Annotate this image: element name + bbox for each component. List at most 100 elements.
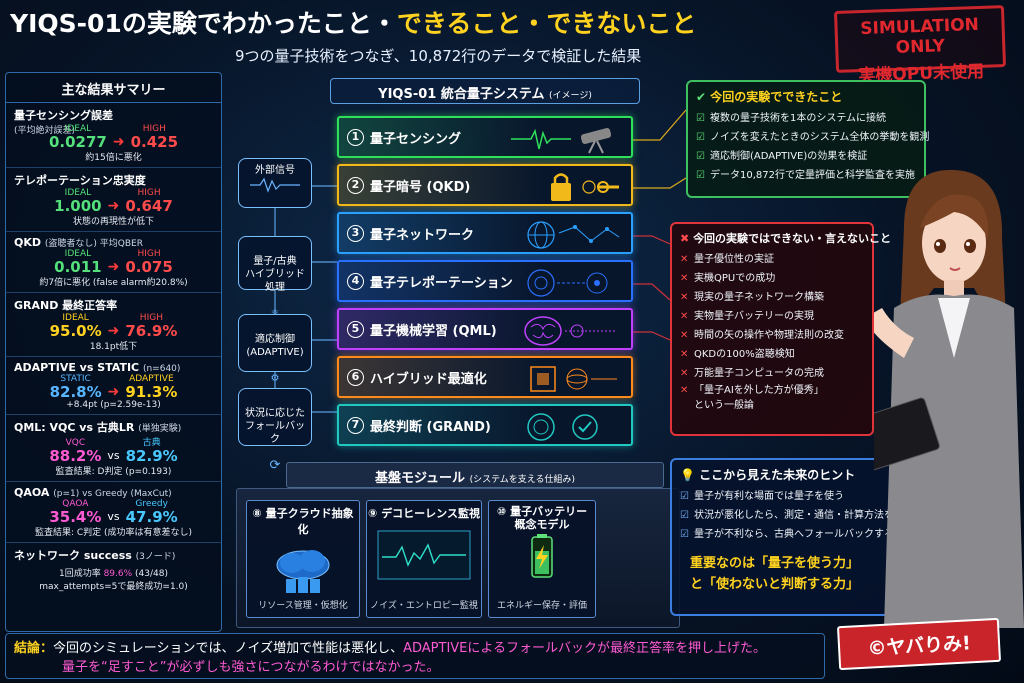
module-title-text: 量子クラウド抽象化 [265,507,354,536]
high-value: 0.075 [125,258,173,276]
high-value: 76.9% [125,322,178,340]
list-item: ✕実物量子バッテリーの実現 [680,307,864,326]
list-item: ✕実機QPUでの成功 [680,269,864,288]
list-item-text: 量子優位性の実証 [694,254,774,265]
tower-title-main: YIQS-01 統合量子システム [378,87,545,102]
ideal-label: IDEAL [64,188,92,198]
metric-note: +8.4pt (p=2.59e-13) [66,400,161,410]
list-item-text: データ10,872行で定量評価と科学監査を実施 [710,170,915,181]
title-part-white: YIQS-01の実験でわかったこと・ [10,9,397,38]
vs-label: vs [107,449,120,462]
flow-adaptive-control: 適応制御 (ADAPTIVE) ⚙ [238,314,312,384]
metric-title-main: QKD [14,236,42,249]
list-item: ✕量子優位性の実証 [680,250,864,269]
vqc-label: VQC [65,438,86,448]
panel-heading-text: ここから見えた未来のヒント [699,468,856,482]
list-item: ☑量子が有利な場面では量子を使う [680,487,928,506]
metric-network: ネットワーク success (3ノード) 1回成功率 89.6% (43/48… [6,543,221,596]
page-subtitle: 9つの量子技術をつなぎ、10,872行のデータで検証した結果 [235,47,642,65]
summary-heading: 主な結果サマリー [6,73,221,103]
layer-number: 1 [347,128,364,146]
metric-title: QKD (盗聴者なし) 平均QBER [14,236,213,249]
x-mark-icon: ✕ [680,385,689,396]
static-value: 82.8% [49,383,102,401]
metric-note: 状態の再現性が低下 [72,217,154,227]
list-item-text: QKDの100%盗聴検知 [694,349,795,360]
list-item: ✕ 「量子AIを外した方が優秀」 [680,383,864,398]
conclusion-bar: 結論：今回のシミュレーションでは、ノイズ増加で性能は悪化し、ADAPTIVEによ… [5,633,825,679]
check-icon: ☑ [696,113,705,124]
metric-sub: (平均絶対誤差) [14,126,76,136]
refresh-icon: ⟳ [269,458,281,473]
base-title-small: (システムを支える仕組み) [469,475,576,485]
x-mark-icon: ✕ [680,330,689,341]
panel-heading: ✖ 今回の実験ではできない・言えないこと [680,230,891,246]
ideal-value: 0.011 [54,258,102,276]
list-item: ☑ノイズを変えたときのシステム全体の挙動を観測 [696,128,929,147]
layer-label: 最終判断 (GRAND) [370,419,491,435]
flow-label: 状況に応じた フォールバック [245,408,305,445]
arrow-right-icon: ➜ [107,323,120,339]
title-part-yellow: できること・できないこと [396,9,697,38]
layer-number: 6 [347,368,364,386]
panel-achieved: ✔ 今回の実験でできたこと ☑複数の量子技術を1本のシステムに接続 ☑ノイズを変… [686,80,929,198]
check-icon: ☑ [680,510,689,521]
module-footer: ノイズ・エントロピー監視 [370,601,478,611]
list-item-text: 量子が有利な場面では量子を使う [694,491,844,502]
arrow-right-icon: ➜ [107,259,120,275]
metric-title-main: ネットワーク success [14,549,132,562]
hint-emphasis-1: 重要なのは「量子を使う力」 [690,556,860,571]
module-title-text: 量子バッテリー 概念モデル [510,505,588,531]
x-mark-icon: ✕ [680,368,689,379]
module-footer: エネルギー保存・評価 [496,601,587,611]
list-item-text: 「量子AIを外した方が優秀」 [694,385,824,396]
metric-note: 約7倍に悪化 (false alarm約20.8%) [39,278,188,288]
list-item: ✕時間の矢の操作や物理法則の改変 [680,326,864,345]
base-title-main: 基盤モジュール [374,471,466,486]
gear-icon: ⚙ [270,373,280,384]
adaptive-label: ADAPTIVE [129,374,174,384]
flow-external-signal: 外部信号 [238,158,312,208]
check-icon: ☑ [696,132,705,143]
classic-value: 82.9% [125,447,178,465]
metric-note: 約15倍に悪化 [85,153,142,163]
module-title-text: デコヒーレンス監視 [381,507,480,520]
ideal-label: IDEAL [64,124,92,134]
vs-label: vs [107,510,120,523]
chip-icon [530,366,617,392]
list-item: ✕万能量子コンピュータの完成 [680,364,864,383]
metric-note: 監査結果: C判定 (成功率は有意差なし) [34,528,193,538]
metric-title-small: (盗聴者なし) 平均QBER [44,239,143,249]
battery-icon [531,534,553,578]
arrow-right-icon: ➜ [107,384,120,400]
metric-title-small: (単独実験) [138,424,182,434]
qaoa-label: QAOA [62,499,89,509]
network-icon [527,221,620,249]
page-title: YIQS-01の実験でわかったこと・できること・できないこと [10,4,810,40]
metric-title-main: QML: VQC vs 古典LR [14,421,135,434]
metric-title: QAOA (p=1) vs Greedy (MaxCut) [14,486,213,499]
panel-heading-text: 今回の実験でできたこと [710,90,843,104]
cloud-server-icon [276,550,330,593]
ideal-label: IDEAL [64,249,92,259]
module-title: ⑧ 量子クラウド抽象化 [252,507,354,536]
layer-number: 5 [347,320,364,338]
list-item: ☑データ10,872行で定量評価と科学監査を実施 [696,166,916,185]
vqc-value: 88.2% [49,447,102,465]
check-icon: ☑ [696,151,705,162]
base-module-title: 基盤モジュール (システムを支える仕組み) [286,462,664,488]
list-item: ☑適応制御(ADAPTIVE)の効果を検証 [696,147,916,166]
layer-number: 7 [347,416,364,434]
cross-icon: ✖ [680,232,690,245]
metric-note: 18.1pt低下 [89,342,138,352]
x-mark-icon: ✕ [680,273,689,284]
x-mark-icon: ✕ [680,311,689,322]
